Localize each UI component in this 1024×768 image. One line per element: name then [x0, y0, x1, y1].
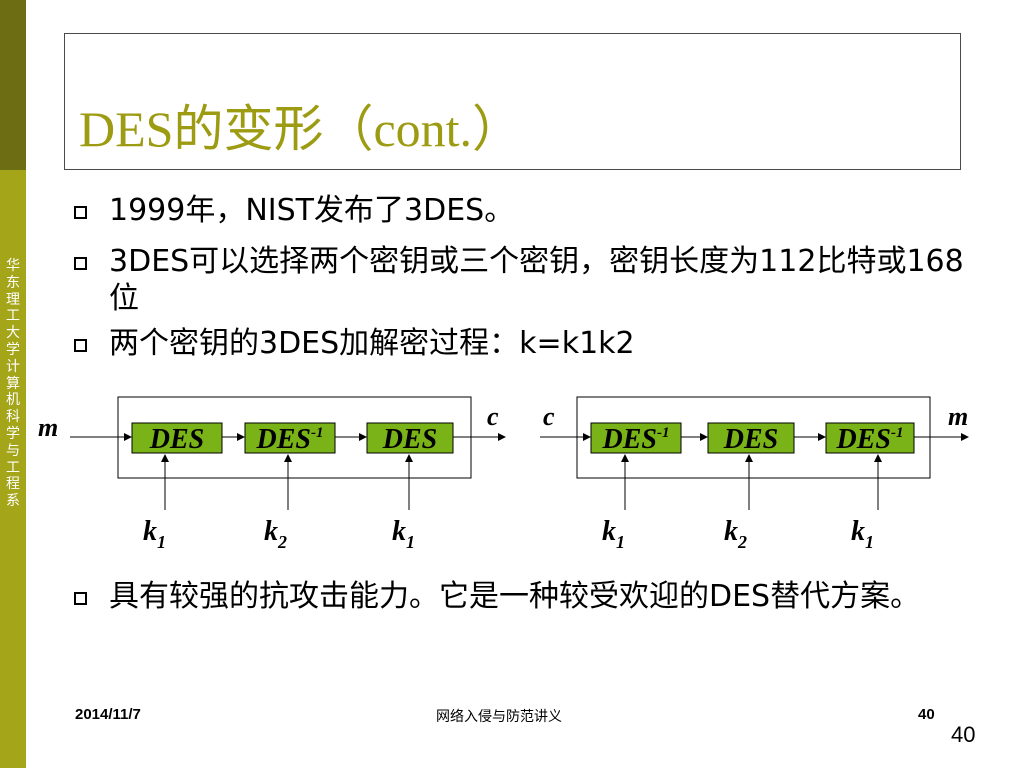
footer-page-number: 40 [918, 706, 935, 723]
decrypt-input-label: c [543, 402, 555, 431]
bullet-marker-icon [74, 339, 87, 352]
bullet-text: 两个密钥的3DES加解密过程：k=k1k2 [109, 326, 635, 361]
bullet-item: 具有较强的抗攻击能力。它是一种较受欢迎的DES替代方案。 [72, 578, 992, 615]
bullet-text: 1999年，NIST发布了3DES。 [109, 193, 515, 228]
encrypt-block-2-label: DES-1 [256, 424, 324, 455]
title-box: DES的变形（cont.） [64, 33, 961, 170]
encrypt-key-label-3: k1 [392, 516, 415, 552]
bullet-marker-icon [74, 206, 87, 219]
3des-diagram: m c DES DES-1 DES k1 k2 k1 c m DES-1 DES… [38, 396, 969, 552]
footer-date: 2014/11/7 [75, 706, 141, 723]
slide-number: 40 [951, 722, 976, 747]
bullet-marker-icon [74, 592, 87, 605]
decrypt-block-3-label: DES-1 [836, 424, 904, 455]
encrypt-block-1 [131, 422, 223, 454]
bullet-text: 具有较强的抗攻击能力。它是一种较受欢迎的DES替代方案。 [109, 579, 921, 614]
encrypt-output-label: c [487, 402, 499, 431]
encrypt-key-label-1: k1 [143, 516, 166, 552]
bullet-list-bottom: 具有较强的抗攻击能力。它是一种较受欢迎的DES替代方案。 [72, 578, 992, 629]
encrypt-block-3 [366, 422, 454, 454]
encrypt-key-label-2: k2 [264, 516, 287, 552]
bullet-list: 1999年，NIST发布了3DES。 3DES可以选择两个密钥或三个密钥，密钥长… [72, 192, 992, 376]
decrypt-output-label: m [948, 402, 968, 431]
slide-title: DES的变形（cont.） [79, 101, 523, 157]
sidebar-accent [0, 0, 26, 170]
decrypt-block-3 [825, 422, 915, 454]
bullet-item: 1999年，NIST发布了3DES。 [72, 192, 992, 229]
decrypt-diagram: c m DES-1 DES DES-1 k1 k2 k1 [540, 396, 969, 552]
decrypt-block-2 [707, 422, 795, 454]
decrypt-block-2-label: DES [723, 424, 778, 455]
decrypt-block-1 [590, 422, 682, 454]
bullet-text: 3DES可以选择两个密钥或三个密钥，密钥长度为112比特或168位 [109, 244, 964, 316]
decrypt-key-label-1: k1 [602, 516, 625, 552]
decrypt-key-label-3: k1 [851, 516, 874, 552]
decrypt-key-label-2: k2 [724, 516, 747, 552]
bullet-item: 3DES可以选择两个密钥或三个密钥，密钥长度为112比特或168位 [72, 243, 992, 317]
encrypt-block-2 [244, 422, 336, 454]
bullet-item: 两个密钥的3DES加解密过程：k=k1k2 [72, 325, 992, 362]
encrypt-input-label: m [38, 413, 58, 442]
decrypt-block-1-label: DES-1 [602, 424, 670, 455]
footer-title: 网络入侵与防范讲义 [436, 709, 562, 725]
sidebar-label: 华东理工大学计算机科学与工程系 [6, 258, 20, 510]
encrypt-block-3-label: DES [382, 424, 437, 455]
encrypt-diagram: m c DES DES-1 DES k1 k2 k1 [38, 396, 506, 552]
bullet-marker-icon [74, 257, 87, 270]
encrypt-block-1-label: DES [149, 424, 204, 455]
